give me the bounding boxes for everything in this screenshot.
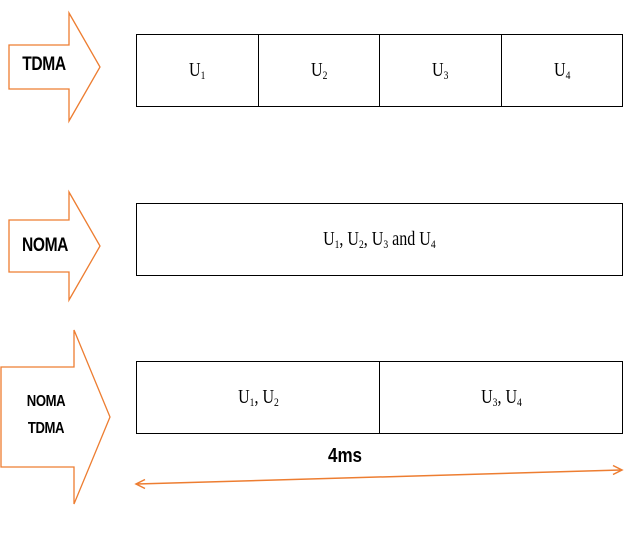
tdma-slot-u1-text: U1 — [189, 58, 206, 82]
duration-label: 4ms — [327, 445, 363, 467]
duration-arrow-head-left — [134, 478, 146, 490]
tdma-label-text: TDMA — [22, 54, 66, 75]
noma-tdma-slot-u1-u2-text: U1, U2 — [237, 385, 279, 409]
noma-tdma-slot-u3-u4: U3, U4 — [379, 362, 622, 433]
tdma-arrow-label: TDMA — [15, 53, 72, 77]
noma-tdma-arrow-shape — [0, 329, 111, 505]
noma-arrow-shape — [8, 189, 101, 303]
duration-arrow-line — [136, 469, 622, 485]
noma-arrow-label: NOMA — [15, 234, 74, 258]
noma-timeline-bar: U1, U2, U3 and U4 — [136, 203, 623, 276]
noma-tdma-slot-u1-u2: U1, U2 — [137, 362, 379, 433]
tdma-slot-u3-text: U3 — [432, 58, 449, 82]
noma-tdma-arrow-label: NOMA TDMA — [15, 388, 77, 442]
noma-tdma-label-line-1: NOMA — [26, 393, 66, 410]
tdma-slot-u4-text: U4 — [553, 58, 570, 82]
tdma-arrow-shape — [8, 10, 101, 124]
tdma-slot-u2-text: U2 — [310, 58, 327, 82]
tdma-slot-u4: U4 — [500, 35, 623, 106]
noma-label-text: NOMA — [22, 235, 68, 256]
noma-slot-all-users: U1, U2, U3 and U4 — [137, 204, 622, 275]
duration-arrow-head-right — [612, 464, 624, 476]
tdma-slot-u3: U3 — [379, 35, 501, 106]
tdma-timeline-bar: U1 U2 U3 U4 — [136, 34, 623, 107]
noma-tdma-label-line-2: TDMA — [27, 420, 65, 437]
noma-slot-all-users-text: U1, U2, U3 and U4 — [323, 227, 436, 251]
tdma-slot-u1: U1 — [137, 35, 258, 106]
noma-tdma-timeline-bar: U1, U2 U3, U4 — [136, 361, 623, 434]
noma-tdma-slot-u3-u4-text: U3, U4 — [480, 385, 522, 409]
tdma-slot-u2: U2 — [257, 35, 380, 106]
